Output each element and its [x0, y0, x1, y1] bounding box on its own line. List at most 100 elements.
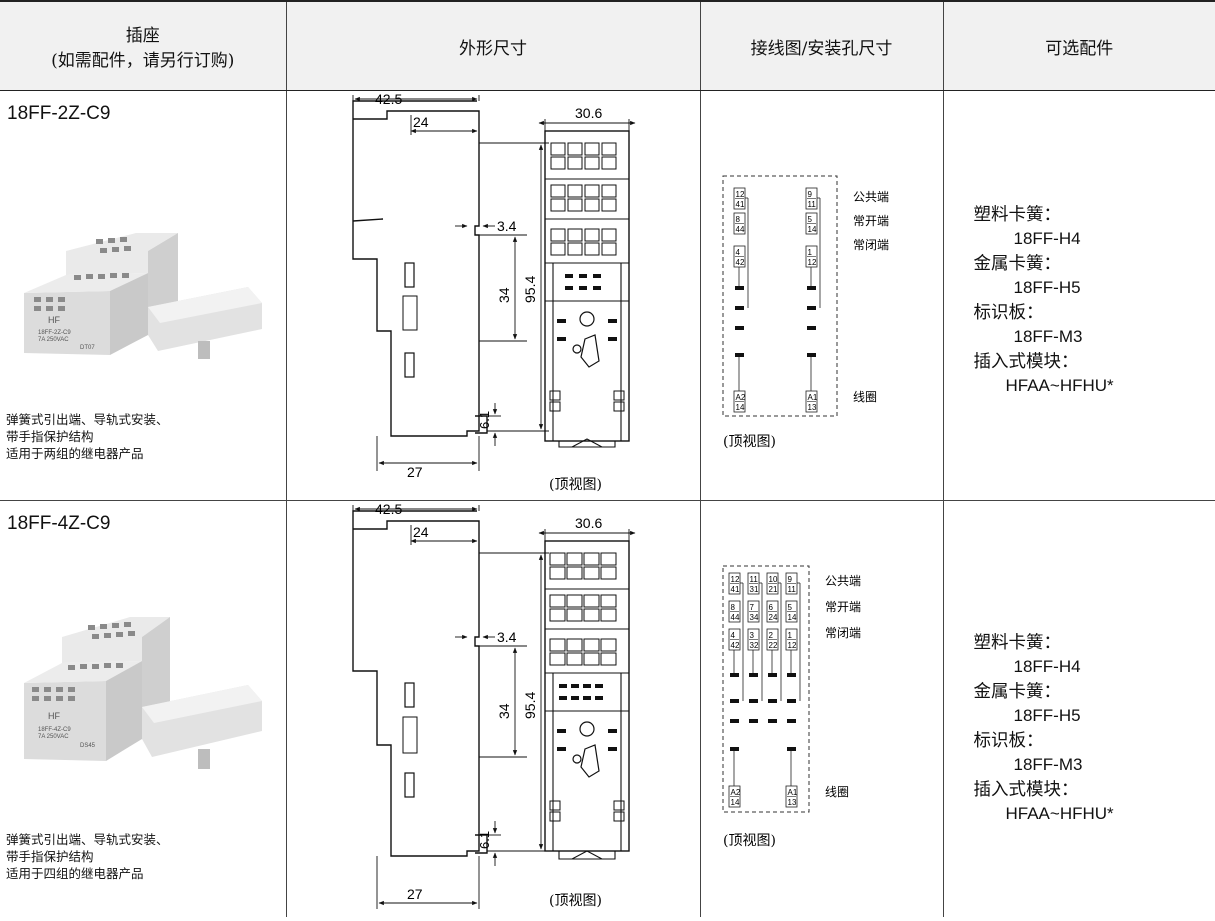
accessory-value: 18FF-H4: [1013, 657, 1081, 676]
accessories-cell: 塑料卡簧： 18FF-H4 金属卡簧： 18FF-H5 标识板： 18FF-M3…: [942, 90, 1215, 501]
pad: [734, 353, 744, 357]
terminal-nc: 112: [785, 628, 797, 651]
dim-base: 27: [407, 464, 423, 480]
dimensions-cell: 42.5 24 3.4 34 95.4 6.1 27: [285, 500, 701, 917]
terminal-number: 41: [735, 200, 744, 209]
terminal-common: 911: [805, 187, 817, 210]
terminal-number: 42: [735, 258, 744, 267]
photo-rating: 7A 250VAC: [38, 337, 69, 343]
pad: [786, 673, 796, 677]
terminal-number: 14: [730, 798, 739, 807]
pad: [767, 719, 777, 723]
terminal-number: 11: [749, 575, 758, 584]
dim-base: 27: [407, 886, 423, 902]
terminal-number: A1: [807, 393, 817, 402]
terminal-number: 24: [768, 613, 777, 622]
legend-nc: 常闭端: [825, 626, 861, 640]
legend-coil: 线圈: [853, 390, 877, 404]
terminal-number: 1: [807, 248, 812, 257]
accessory-label: 金属卡簧：: [973, 682, 1062, 702]
terminal-number: 32: [749, 641, 758, 650]
terminal-number: 11: [807, 200, 816, 209]
header-accessories: 可选配件: [942, 0, 1215, 91]
header-socket-note: (如需配件，请另行订购): [51, 51, 235, 71]
accessory-label: 标识板：: [973, 303, 1044, 323]
terminal-number: 14: [735, 403, 744, 412]
accessory-value: 18FF-M3: [1013, 327, 1083, 346]
terminal-number: 12: [787, 641, 796, 650]
pad: [767, 699, 777, 703]
terminal-number: 6: [768, 603, 773, 612]
accessories-cell: 塑料卡簧： 18FF-H4 金属卡簧： 18FF-H5 标识板： 18FF-M3…: [942, 500, 1215, 917]
terminal-number: A2: [730, 788, 740, 797]
socket-cell: 18FF-2Z-C9 HF 18FF-2Z: [0, 90, 287, 501]
terminal-number: 41: [730, 585, 739, 594]
header-dimensions: 外形尺寸: [285, 0, 701, 91]
terminal-number: 12: [730, 575, 739, 584]
dim-width: 42.5: [375, 91, 402, 107]
dim-width: 42.5: [375, 501, 402, 517]
dim-step: 24: [413, 114, 429, 130]
side-view: [351, 510, 488, 857]
photo-cert: DT07: [80, 345, 95, 351]
terminal-number: 44: [730, 613, 739, 622]
desc-line: 弹簧式引出端、导轨式安装、: [6, 412, 169, 427]
top-view-caption: (顶视图): [549, 477, 602, 493]
pad: [729, 699, 739, 703]
accessory-value: 18FF-H4: [1013, 229, 1081, 248]
photo-brand: HF: [48, 315, 60, 325]
pad: [786, 719, 796, 723]
dim-gap: 3.4: [497, 629, 517, 645]
wiring-diagram: 1241844442A21411317343321021624222911514…: [722, 565, 861, 849]
accessory-value: 18FF-H5: [1013, 706, 1081, 725]
pad: [748, 719, 758, 723]
accessory-list: 塑料卡簧： 18FF-H4 金属卡簧： 18FF-H5 标识板： 18FF-M3…: [974, 631, 1114, 827]
dim-foot: 6.1: [477, 831, 492, 849]
terminal-number: 5: [787, 603, 792, 612]
terminal-number: 34: [749, 613, 758, 622]
terminal-number: 10: [768, 575, 777, 584]
pad: [729, 719, 739, 723]
terminal-number: 14: [807, 225, 816, 234]
accessory-label: 塑料卡簧：: [973, 205, 1062, 225]
terminal-number: 4: [735, 248, 740, 257]
accessory-label: 金属卡簧：: [973, 254, 1062, 274]
terminal-number: 8: [735, 215, 740, 224]
dimensions-cell: 42.5 24 3.4 34 95.4 6.1 27: [285, 90, 701, 501]
dim-foot: 6.1: [477, 411, 492, 429]
header-socket: 插座 (如需配件，请另行订购): [0, 0, 287, 91]
dim-gap: 3.4: [497, 218, 517, 234]
dim-inner: 34: [496, 703, 512, 719]
pad: [806, 286, 816, 290]
photo-brand: HF: [48, 711, 60, 721]
terminal-number: A1: [787, 788, 797, 797]
legend-common: 公共端: [853, 190, 889, 204]
terminal-number: 13: [787, 798, 796, 807]
pad: [734, 326, 744, 330]
pad: [748, 699, 758, 703]
accessory-label: 标识板：: [973, 731, 1044, 751]
desc-line: 适用于四组的继电器产品: [6, 866, 144, 881]
header-row: 插座 (如需配件，请另行订购) 外形尺寸 接线图/安装孔尺寸 可选配件: [0, 0, 1215, 91]
terminal-number: 22: [768, 641, 777, 650]
dim-top-width: 30.6: [575, 105, 602, 121]
photo-model: 18FF-4Z-C9: [38, 727, 71, 733]
pad: [786, 699, 796, 703]
terminal-nc: 332: [747, 628, 759, 651]
socket-cell: 18FF-4Z-C9 HF 18FF-4Z-C9: [0, 500, 287, 917]
socket-photo: HF 18FF-4Z-C9 7A 250VAC DS45: [24, 617, 262, 769]
terminal-number: 13: [807, 403, 816, 412]
terminal-nc: 442: [728, 628, 740, 651]
legend-nc: 常闭端: [853, 238, 889, 252]
terminal-nc: 222: [766, 628, 778, 651]
dim-step: 24: [413, 524, 429, 540]
terminal-number: 31: [749, 585, 758, 594]
